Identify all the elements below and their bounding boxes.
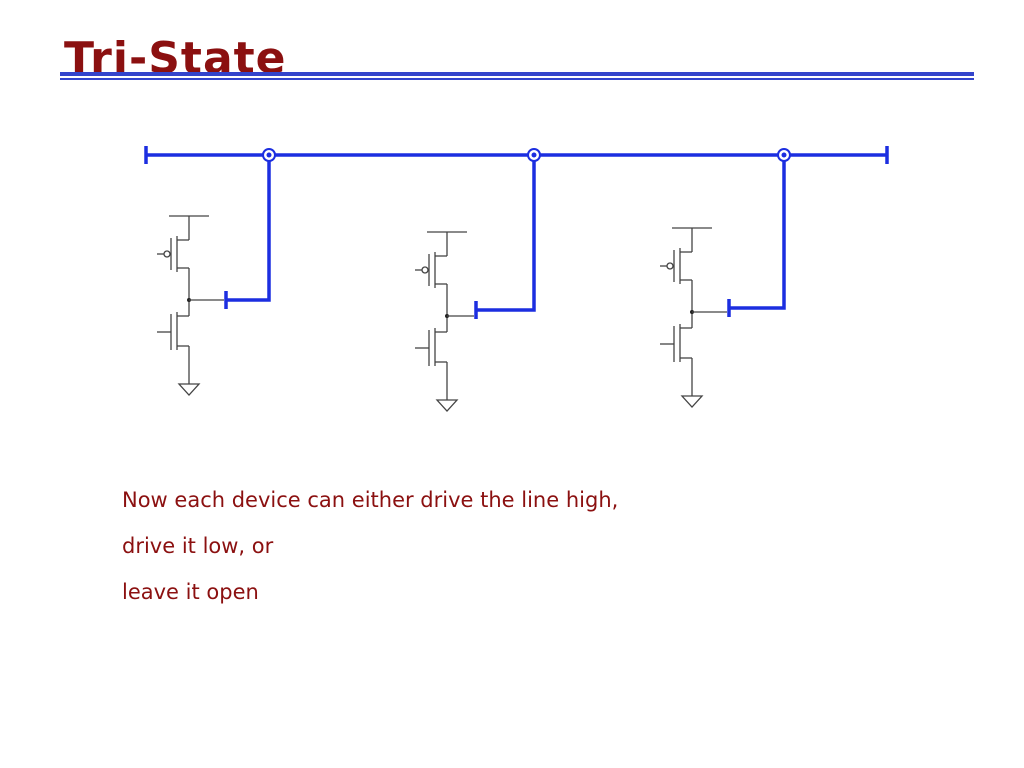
body-text: Now each device can either drive the lin… xyxy=(122,483,618,621)
title-underline-thin xyxy=(60,78,974,80)
driver-1-bus-connection xyxy=(226,155,271,302)
title-underline xyxy=(60,72,974,76)
body-line: leave it open xyxy=(122,580,259,604)
driver-3-bus-connection xyxy=(729,155,786,310)
driver-3-inverter-icon xyxy=(659,227,713,408)
driver-2-inverter-icon xyxy=(414,231,468,412)
body-line: Now each device can either drive the lin… xyxy=(122,488,619,512)
driver-1-inverter-icon xyxy=(156,215,210,396)
driver-2-bus-connection xyxy=(476,155,536,312)
body-line: drive it low, or xyxy=(122,534,274,558)
